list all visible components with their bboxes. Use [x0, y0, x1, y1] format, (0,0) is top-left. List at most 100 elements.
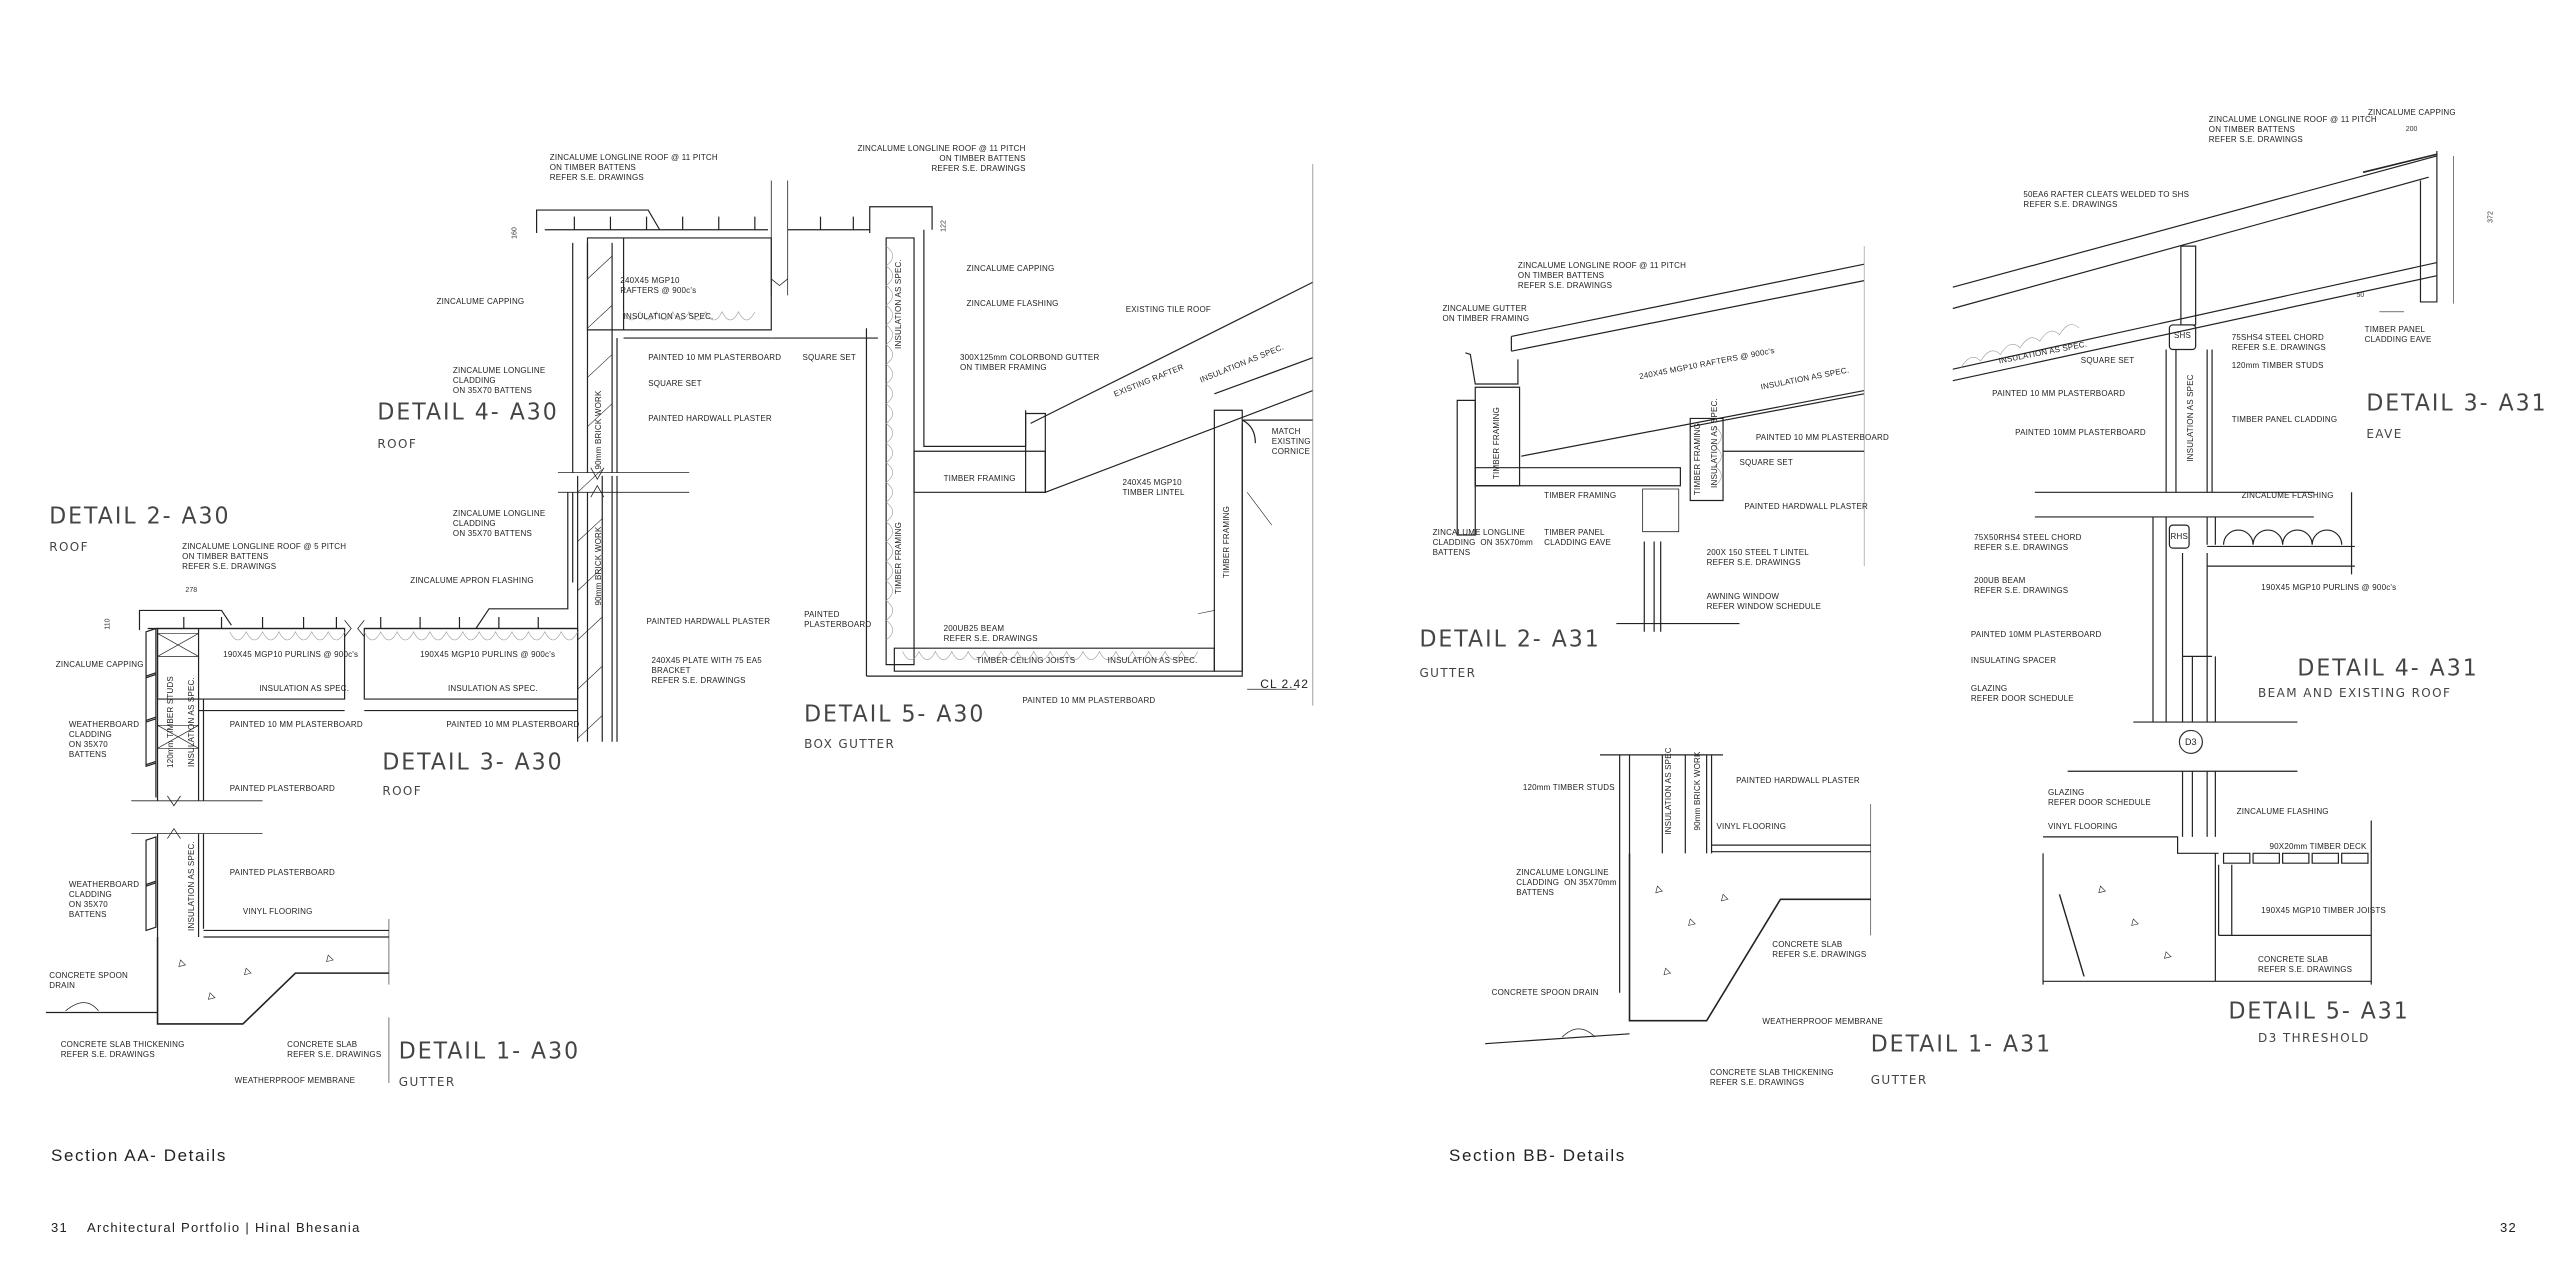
annotation-label: PAINTED HARDWALL PLASTER — [648, 413, 772, 423]
annotation-label: ZINCALUME LONGLINE CLADDING ON 35X70mm B… — [1432, 528, 1534, 558]
annotation-label: INSULATING SPACER — [1970, 656, 2057, 666]
annotation-label: AWNING WINDOW REFER WINDOW SCHEDULE — [1706, 592, 1822, 612]
annotation-label: 90X20mm TIMBER DECK — [2269, 841, 2367, 851]
annotation-label: TIMBER FRAMING — [1222, 505, 1232, 578]
annotation-label: TIMBER PANEL CLADDING EAVE — [2364, 324, 2432, 344]
annotation-label: 190X45 MGP10 TIMBER JOISTS — [2261, 905, 2386, 915]
annotation-label: CL 2.42 — [1260, 677, 1309, 692]
annotation-label: PAINTED 10 MM PLASTERBOARD — [1022, 695, 1156, 705]
detail-subtitle: D3 THRESHOLD — [2258, 1030, 2370, 1045]
detail-subtitle: BOX GUTTER — [804, 736, 896, 751]
annotation-label: 200UB BEAM REFER S.E. DRAWINGS — [1974, 575, 2069, 595]
annotation-label: PAINTED HARDWALL PLASTER — [1744, 502, 1869, 512]
detail-5-a30-drawing — [771, 164, 1313, 706]
annotation-label: TIMBER FRAMING — [1693, 423, 1703, 496]
annotation-label: CONCRETE SLAB REFER S.E. DRAWINGS — [287, 1040, 382, 1060]
annotation-label: MATCH EXISTING CORNICE — [1271, 426, 1311, 456]
annotation-label: 90mm BRICK WORK — [593, 390, 603, 470]
detail-title: DETAIL 4- A31 — [2297, 655, 2479, 683]
annotation-label: PAINTED 10 MM PLASTERBOARD — [229, 720, 363, 730]
annotation-label: 200UB25 BEAM REFER S.E. DRAWINGS — [943, 623, 1038, 643]
detail-subtitle: GUTTER — [398, 1074, 456, 1089]
annotation-label: CONCRETE SLAB THICKENING REFER S.E. DRAW… — [60, 1040, 185, 1060]
annotation-label: ZINCALUME LONGLINE ROOF @ 11 PITCH ON TI… — [1517, 260, 1687, 290]
annotation-label: ZINCALUME APRON FLASHING — [410, 575, 534, 585]
annotation-label: ZINCALUME LONGLINE CLADDING ON 35X70 BAT… — [452, 365, 546, 395]
annotation-label: 190X45 MGP10 PURLINS @ 900c's — [223, 649, 359, 659]
annotation-label: CONCRETE SPOON DRAIN — [1491, 987, 1599, 997]
dimension-value: 50 — [2356, 292, 2365, 300]
annotation-label: PAINTED 10 MM PLASTERBOARD — [446, 720, 580, 730]
dimension-value: 372 — [2487, 210, 2495, 223]
annotation-label: PAINTED HARDWALL PLASTER — [646, 617, 771, 627]
annotation-label: PAINTED 10 MM PLASTERBOARD — [648, 352, 782, 362]
annotation-label: PAINTED PLASTERBOARD — [804, 610, 872, 630]
annotation-label: 240X45 MGP10 RAFTERS @ 900c's — [620, 275, 697, 295]
annotation-label: ZINCALUME CAPPING — [55, 659, 144, 669]
annotation-label: WEATHERPROOF MEMBRANE — [234, 1076, 356, 1086]
annotation-label: WEATHERBOARD CLADDING ON 35X70 BATTENS — [68, 879, 140, 919]
detail-title: DETAIL 3- A30 — [382, 749, 564, 776]
annotation-label: SQUARE SET — [802, 352, 857, 362]
detail-subtitle: ROOF — [377, 436, 418, 451]
annotation-label: PAINTED 10MM PLASTERBOARD — [1970, 630, 2102, 640]
detail-marker: D3 — [2178, 729, 2203, 754]
detail-title: DETAIL 5- A31 — [2228, 998, 2410, 1025]
dimension-value: 200 — [2405, 126, 2418, 134]
page-number-left: 31 — [51, 1220, 69, 1235]
annotation-label: ZINCALUME CAPPING — [966, 264, 1055, 274]
annotation-label: INSULATION AS SPEC. — [447, 684, 538, 694]
detail-subtitle: GUTTER — [1419, 666, 1477, 681]
section-title-aa: Section AA- Details — [51, 1146, 227, 1165]
annotation-label: INSULATION AS SPEC. — [623, 311, 714, 321]
annotation-label: 90mm BRICK WORK — [593, 526, 603, 606]
annotation-label: PAINTED PLASTERBOARD — [229, 784, 335, 794]
detail-2-a31-drawing — [1457, 246, 1864, 632]
annotation-label: PAINTED 10MM PLASTERBOARD — [2015, 428, 2146, 438]
annotation-label: 120mm TIMBER STUDS — [1522, 782, 1615, 792]
annotation-label: TIMBER PANEL CLADDING — [2231, 415, 2338, 425]
annotation-label: TIMBER FRAMING — [943, 474, 1016, 484]
annotation-label: INSULATION AS SPEC. — [186, 841, 196, 932]
annotation-label: TIMBER FRAMING — [1491, 406, 1501, 480]
detail-subtitle: ROOF — [382, 784, 423, 799]
annotation-label: 240X45 PLATE WITH 75 EA5 BRACKET REFER S… — [651, 656, 762, 686]
detail-4-a30-drawing — [537, 181, 788, 742]
annotation-label: EXISTING TILE ROOF — [1125, 305, 1211, 315]
annotation-label: ZINCALUME GUTTER ON TIMBER FRAMING — [1442, 303, 1530, 323]
dimension-value: 278 — [185, 587, 198, 595]
annotation-label: 300X125mm COLORBOND GUTTER ON TIMBER FRA… — [959, 352, 1100, 372]
annotation-label: 200X 150 STEEL T LINTEL REFER S.E. DRAWI… — [1706, 548, 1809, 568]
detail-1-a31-drawing — [1485, 755, 1871, 1044]
detail-subtitle: GUTTER — [1870, 1073, 1928, 1088]
annotation-label: ZINCALUME LONGLINE ROOF @ 11 PITCH ON TI… — [2208, 114, 2377, 144]
annotation-label: INSULATION AS SPEC. — [1709, 398, 1719, 489]
annotation-label: 120mm TIMBER STUDS — [2231, 361, 2324, 371]
annotation-label: INSULATION AS SPEC. — [1107, 656, 1198, 666]
annotation-label: GLAZING REFER DOOR SCHEDULE — [1970, 684, 2074, 704]
annotation-label: 240X45 MGP10 TIMBER LINTEL — [1122, 477, 1185, 497]
detail-title: DETAIL 1- A30 — [398, 1038, 581, 1065]
annotation-label: SHS — [2173, 331, 2192, 341]
annotation-label: GLAZING REFER DOOR SCHEDULE — [2047, 787, 2151, 807]
annotation-label: 50EA6 RAFTER CLEATS WELDED TO SHS REFER … — [2023, 190, 2190, 210]
annotation-label: ZINCALUME LONGLINE CLADDING ON 35X70 BAT… — [452, 508, 546, 538]
annotation-label: CONCRETE SLAB REFER S.E. DRAWINGS — [2258, 955, 2353, 975]
annotation-label: INSULATION AS SPEC. — [186, 677, 196, 767]
detail-title: DETAIL 5- A30 — [804, 701, 986, 728]
detail-4-a31-drawing — [2133, 492, 2355, 753]
annotation-label: ZINCALUME FLASHING — [2236, 807, 2329, 817]
annotation-label: INSULATION AS SPEC — [2185, 374, 2195, 463]
detail-title: DETAIL 3- A31 — [2366, 389, 2548, 417]
detail-2-a30-drawing — [131, 610, 344, 805]
detail-subtitle: ROOF — [49, 539, 89, 554]
detail-3-a30-drawing — [345, 469, 617, 741]
annotation-label: ZINCALUME LONGLINE CLADDING ON 35X70mm B… — [1516, 868, 1617, 898]
annotation-label: 190X45 MGP10 PURLINS @ 900c's — [420, 649, 556, 659]
annotation-label: SQUARE SET — [1739, 457, 1794, 467]
dimension-value: 160 — [511, 227, 519, 239]
annotation-label: 75X50RHS4 STEEL CHORD REFER S.E. DRAWING… — [1974, 533, 2082, 553]
detail-title: DETAIL 1- A31 — [1870, 1031, 2053, 1058]
